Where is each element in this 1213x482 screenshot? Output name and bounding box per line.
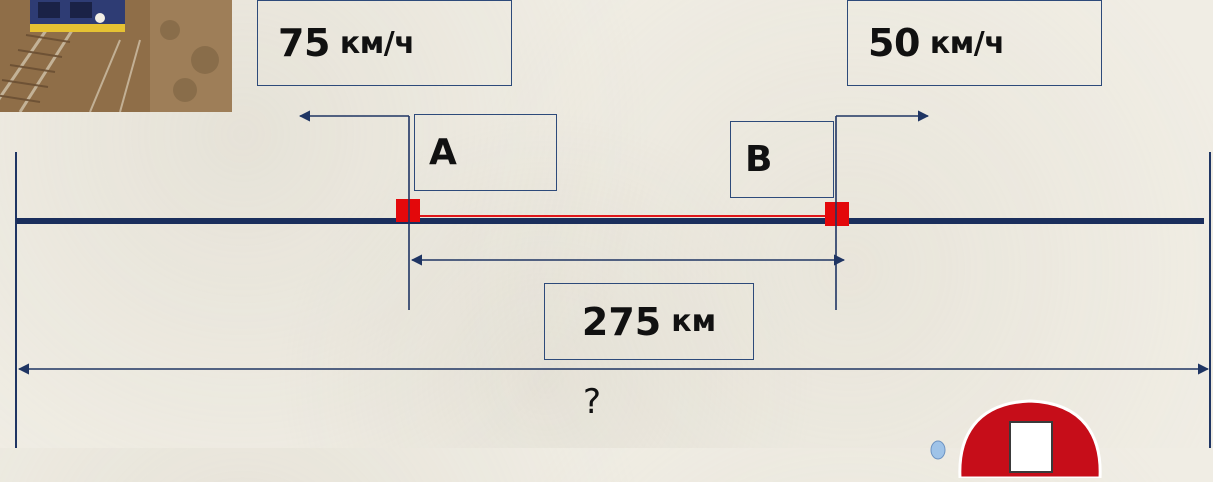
speed-right-unit: км/ч [929,25,1005,61]
station-b-marker [825,202,849,226]
speed-left-value: 75 [278,21,330,65]
point-b-label: B [745,139,773,180]
speed-right-value: 50 [868,21,920,65]
stop-sign-icon [930,398,1156,480]
diagram-svg [15,110,1211,448]
train-photo [0,0,232,112]
station-a-marker [396,199,420,222]
unknown-total-label: ? [583,382,602,422]
distance-unit: км [671,304,717,339]
point-a-box: A [414,114,557,191]
distance-box: 275 км [544,283,754,360]
distance-value: 275 [581,299,662,344]
point-b-box: B [730,121,834,198]
speed-left-unit: км/ч [339,25,415,61]
point-a-label: A [429,132,457,173]
